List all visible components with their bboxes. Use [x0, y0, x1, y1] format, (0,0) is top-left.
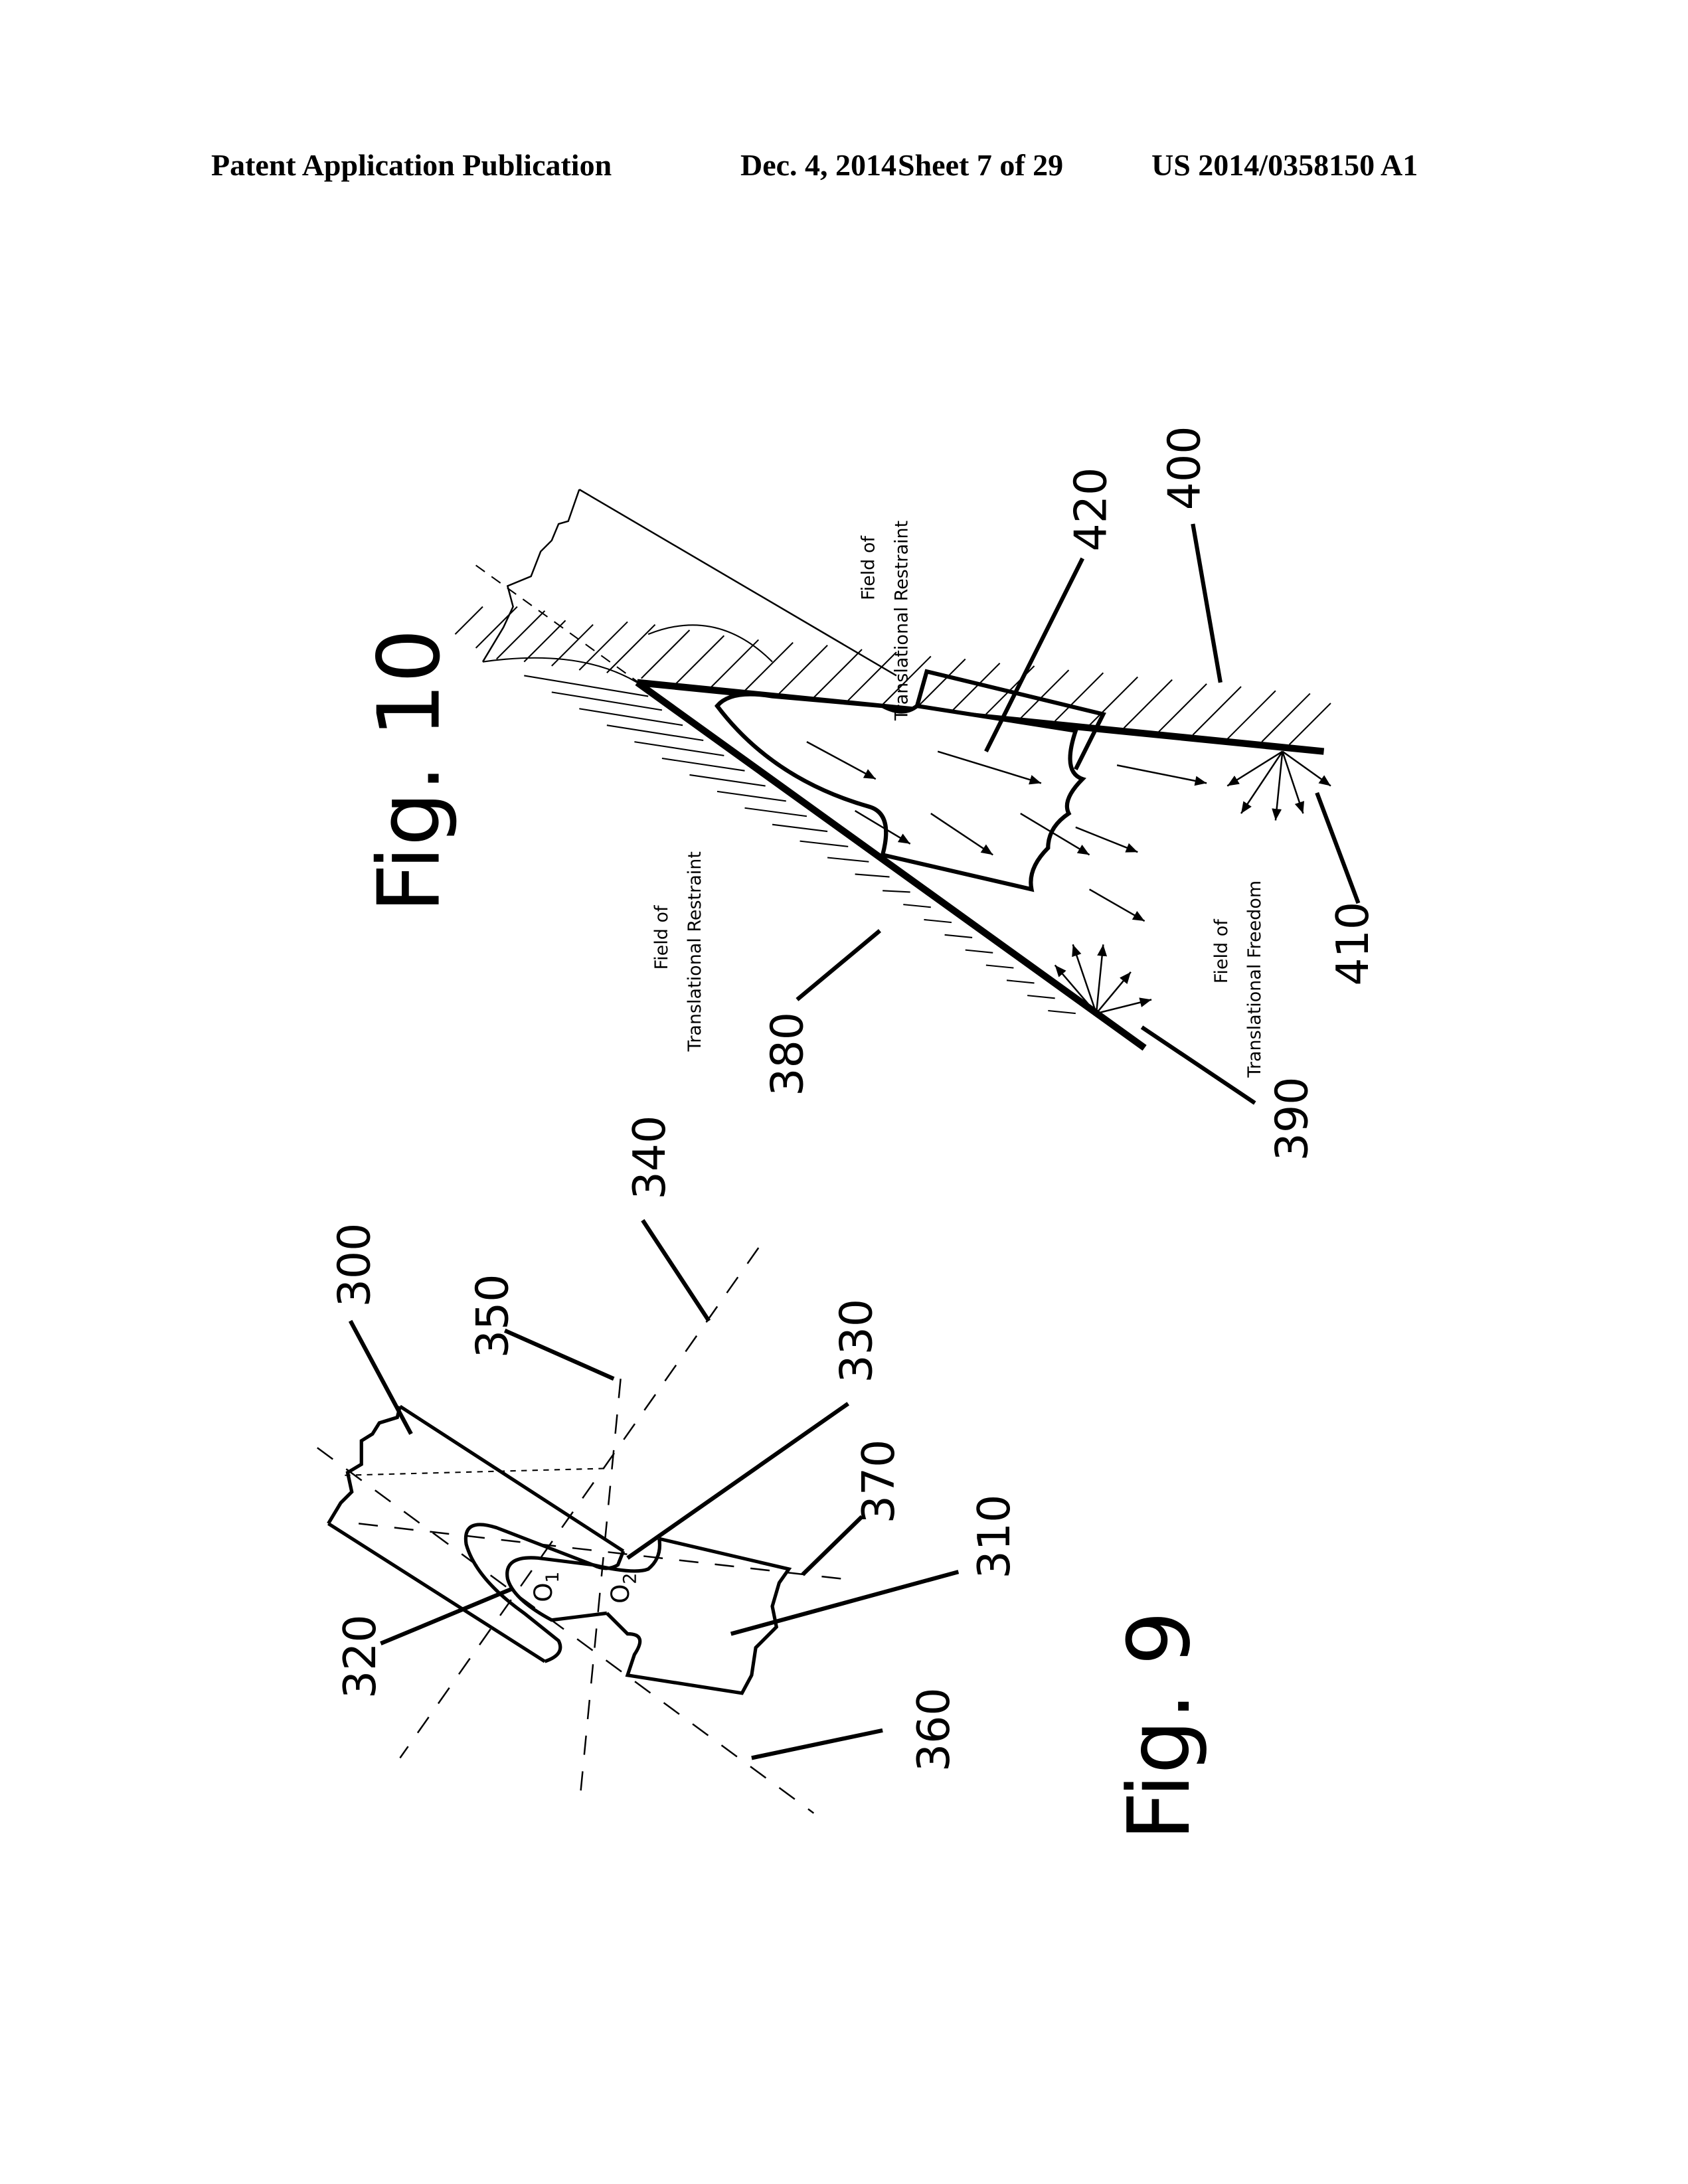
svg-text:Translational Restraint: Translational Restraint: [685, 851, 705, 1052]
ref-340: 340: [624, 1116, 675, 1200]
fig9-leaders: [348, 1218, 960, 1760]
ref-380: 380: [762, 1012, 813, 1096]
fig10-line-390: [635, 679, 1147, 1051]
ref-310: 310: [968, 1495, 1020, 1579]
center-o1: O: [529, 1582, 558, 1602]
fig10-part-420: [714, 692, 1086, 892]
ref-420: 420: [1065, 467, 1117, 552]
ref-390: 390: [1266, 1077, 1318, 1161]
svg-text:Translational Restraint: Translational Restraint: [892, 521, 912, 721]
ref-300: 300: [329, 1223, 380, 1307]
fig10-bone-outline: [481, 489, 897, 677]
fig10-motion-arrows: [806, 741, 1207, 922]
fig10-title: Fig. 10: [361, 629, 460, 913]
fig9-bone-310: [606, 1537, 792, 1695]
label-restraint-top: Field of Translational Restraint: [859, 521, 912, 721]
svg-text:Field of: Field of: [859, 535, 879, 600]
header-publication: Patent Application Publication: [211, 148, 612, 182]
ref-320: 320: [334, 1614, 386, 1699]
ref-370: 370: [853, 1440, 904, 1524]
ref-350: 350: [466, 1274, 518, 1358]
label-freedom: Field of Translational Freedom: [1211, 881, 1265, 1078]
fig10-freedom-arrows-410: [1226, 750, 1331, 821]
label-restraint-left: Field of Translational Restraint: [651, 851, 705, 1052]
fig9-bone-300: [327, 1404, 625, 1663]
ref-330: 330: [831, 1299, 883, 1383]
center-o2: O: [606, 1584, 635, 1603]
fig10-freedom-arrows-390: [1054, 944, 1152, 1015]
ref-400: 400: [1159, 426, 1211, 510]
svg-text:Field of: Field of: [651, 904, 672, 969]
fig9-title: Fig. 9: [1110, 1611, 1209, 1841]
fig9-condyle-inner: [505, 1538, 662, 1622]
svg-text:Translational Freedom: Translational Freedom: [1244, 881, 1265, 1078]
ref-360: 360: [908, 1687, 960, 1772]
figure-9: Fig. 9 O 1 O 2: [317, 1116, 1209, 1841]
header-number: US 2014/0358150 A1: [1151, 148, 1418, 182]
fig10-hatch-left: [524, 675, 1076, 1015]
figure-10: Fig. 10: [361, 426, 1379, 1161]
header-sheet: Sheet 7 of 29: [898, 148, 1064, 182]
fig10-leaders: [796, 523, 1361, 1105]
header-date: Dec. 4, 2014: [740, 148, 897, 182]
fig9-dashed-axes: [317, 1247, 841, 1814]
ref-410: 410: [1327, 902, 1379, 986]
center-o2-subscript: 2: [620, 1573, 640, 1584]
svg-text:Field of: Field of: [1211, 918, 1232, 983]
center-o1-subscript: 1: [543, 1572, 563, 1583]
